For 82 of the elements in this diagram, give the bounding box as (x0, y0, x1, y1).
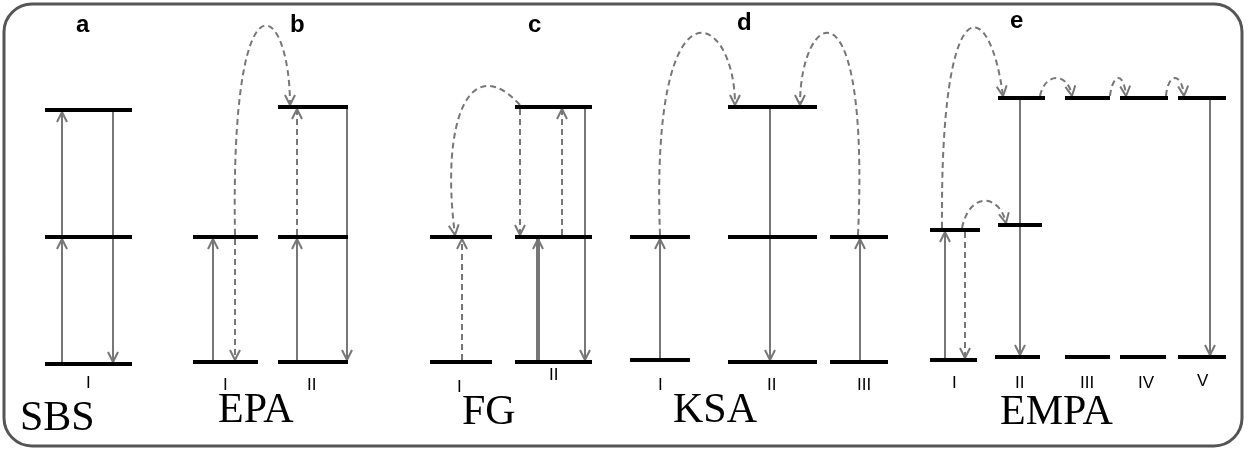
mechanism-name: FG (462, 389, 516, 431)
energy-transfer-arrow (941, 26, 1008, 229)
energy-level (1120, 355, 1166, 359)
energy-level (45, 235, 132, 239)
energy-level (728, 235, 817, 239)
transition-arrow (764, 108, 776, 361)
transition-arrow (56, 111, 68, 236)
transition-arrow (291, 108, 303, 236)
panel-letter: c (528, 12, 542, 36)
energy-level (45, 362, 132, 366)
energy-level (1065, 355, 1110, 359)
ion-label: II (549, 366, 559, 383)
energy-level (515, 360, 592, 364)
panel-letter: a (76, 12, 90, 36)
energy-level (998, 96, 1045, 100)
ion-label: II (767, 376, 777, 393)
energy-level (830, 235, 888, 239)
transition-arrow (456, 238, 468, 361)
ion-label: I (223, 376, 228, 393)
energy-level (630, 358, 690, 362)
ion-label: III (857, 376, 872, 393)
energy-level (430, 360, 492, 364)
ion-label: IV (1138, 374, 1155, 391)
energy-level (1120, 96, 1168, 100)
energy-level (630, 235, 690, 239)
transition-arrow (107, 111, 119, 363)
transition-arrow (229, 238, 241, 361)
transition-arrow (207, 238, 219, 361)
energy-level (728, 105, 817, 109)
transition-arrow (939, 231, 951, 359)
energy-level (430, 235, 492, 239)
mechanism-name: SBS (20, 395, 95, 437)
transition-arrow (556, 108, 568, 236)
ion-label: I (86, 374, 91, 391)
energy-transfer-arrow (448, 84, 521, 236)
energy-transfer-arrow (234, 24, 296, 236)
energy-level (278, 235, 348, 239)
ion-label: II (307, 376, 317, 393)
ion-label: III (1080, 374, 1095, 391)
energy-level (1065, 96, 1110, 100)
transition-arrow (56, 238, 68, 363)
panel-letter: b (290, 12, 305, 36)
energy-transfer-arrow (1165, 77, 1189, 97)
transition-arrow (579, 108, 591, 361)
energy-level (1178, 355, 1226, 359)
ion-label: I (457, 378, 462, 395)
energy-level (930, 358, 977, 362)
ion-label: I (952, 374, 957, 391)
mechanism-name: EMPA (1000, 389, 1113, 431)
mechanism-name: KSA (673, 387, 758, 429)
transition-arrow (291, 238, 303, 361)
energy-level (998, 223, 1042, 227)
energy-level (278, 360, 348, 364)
energy-level (193, 360, 258, 364)
energy-transfer-arrow (1039, 77, 1076, 97)
energy-level (930, 228, 980, 232)
energy-transfer-arrow (658, 31, 741, 236)
energy-level (515, 105, 592, 109)
energy-transfer-arrow (961, 199, 1009, 229)
panel-letter: e (1010, 8, 1024, 32)
transition-arrow (959, 231, 971, 359)
energy-level (995, 355, 1040, 359)
transition-arrow (854, 238, 866, 361)
energy-transfer-arrow (1109, 77, 1131, 97)
transition-arrow (1014, 99, 1026, 356)
energy-level (278, 105, 348, 109)
transition-arrow (341, 108, 353, 361)
energy-transfer-arrow (794, 31, 861, 236)
transition-arrow (532, 238, 544, 360)
transition-arrow (1204, 99, 1216, 356)
panel-letter: d (737, 10, 752, 34)
energy-level (193, 235, 258, 239)
ion-label: I (658, 376, 663, 393)
transition-arrow (514, 108, 526, 236)
energy-level (515, 235, 592, 239)
energy-level (728, 360, 817, 364)
energy-level (45, 108, 132, 112)
transition-arrow (654, 238, 666, 359)
energy-level (830, 360, 888, 364)
ion-label: II (1015, 374, 1025, 391)
ion-label: V (1197, 372, 1209, 389)
energy-level (1178, 96, 1226, 100)
